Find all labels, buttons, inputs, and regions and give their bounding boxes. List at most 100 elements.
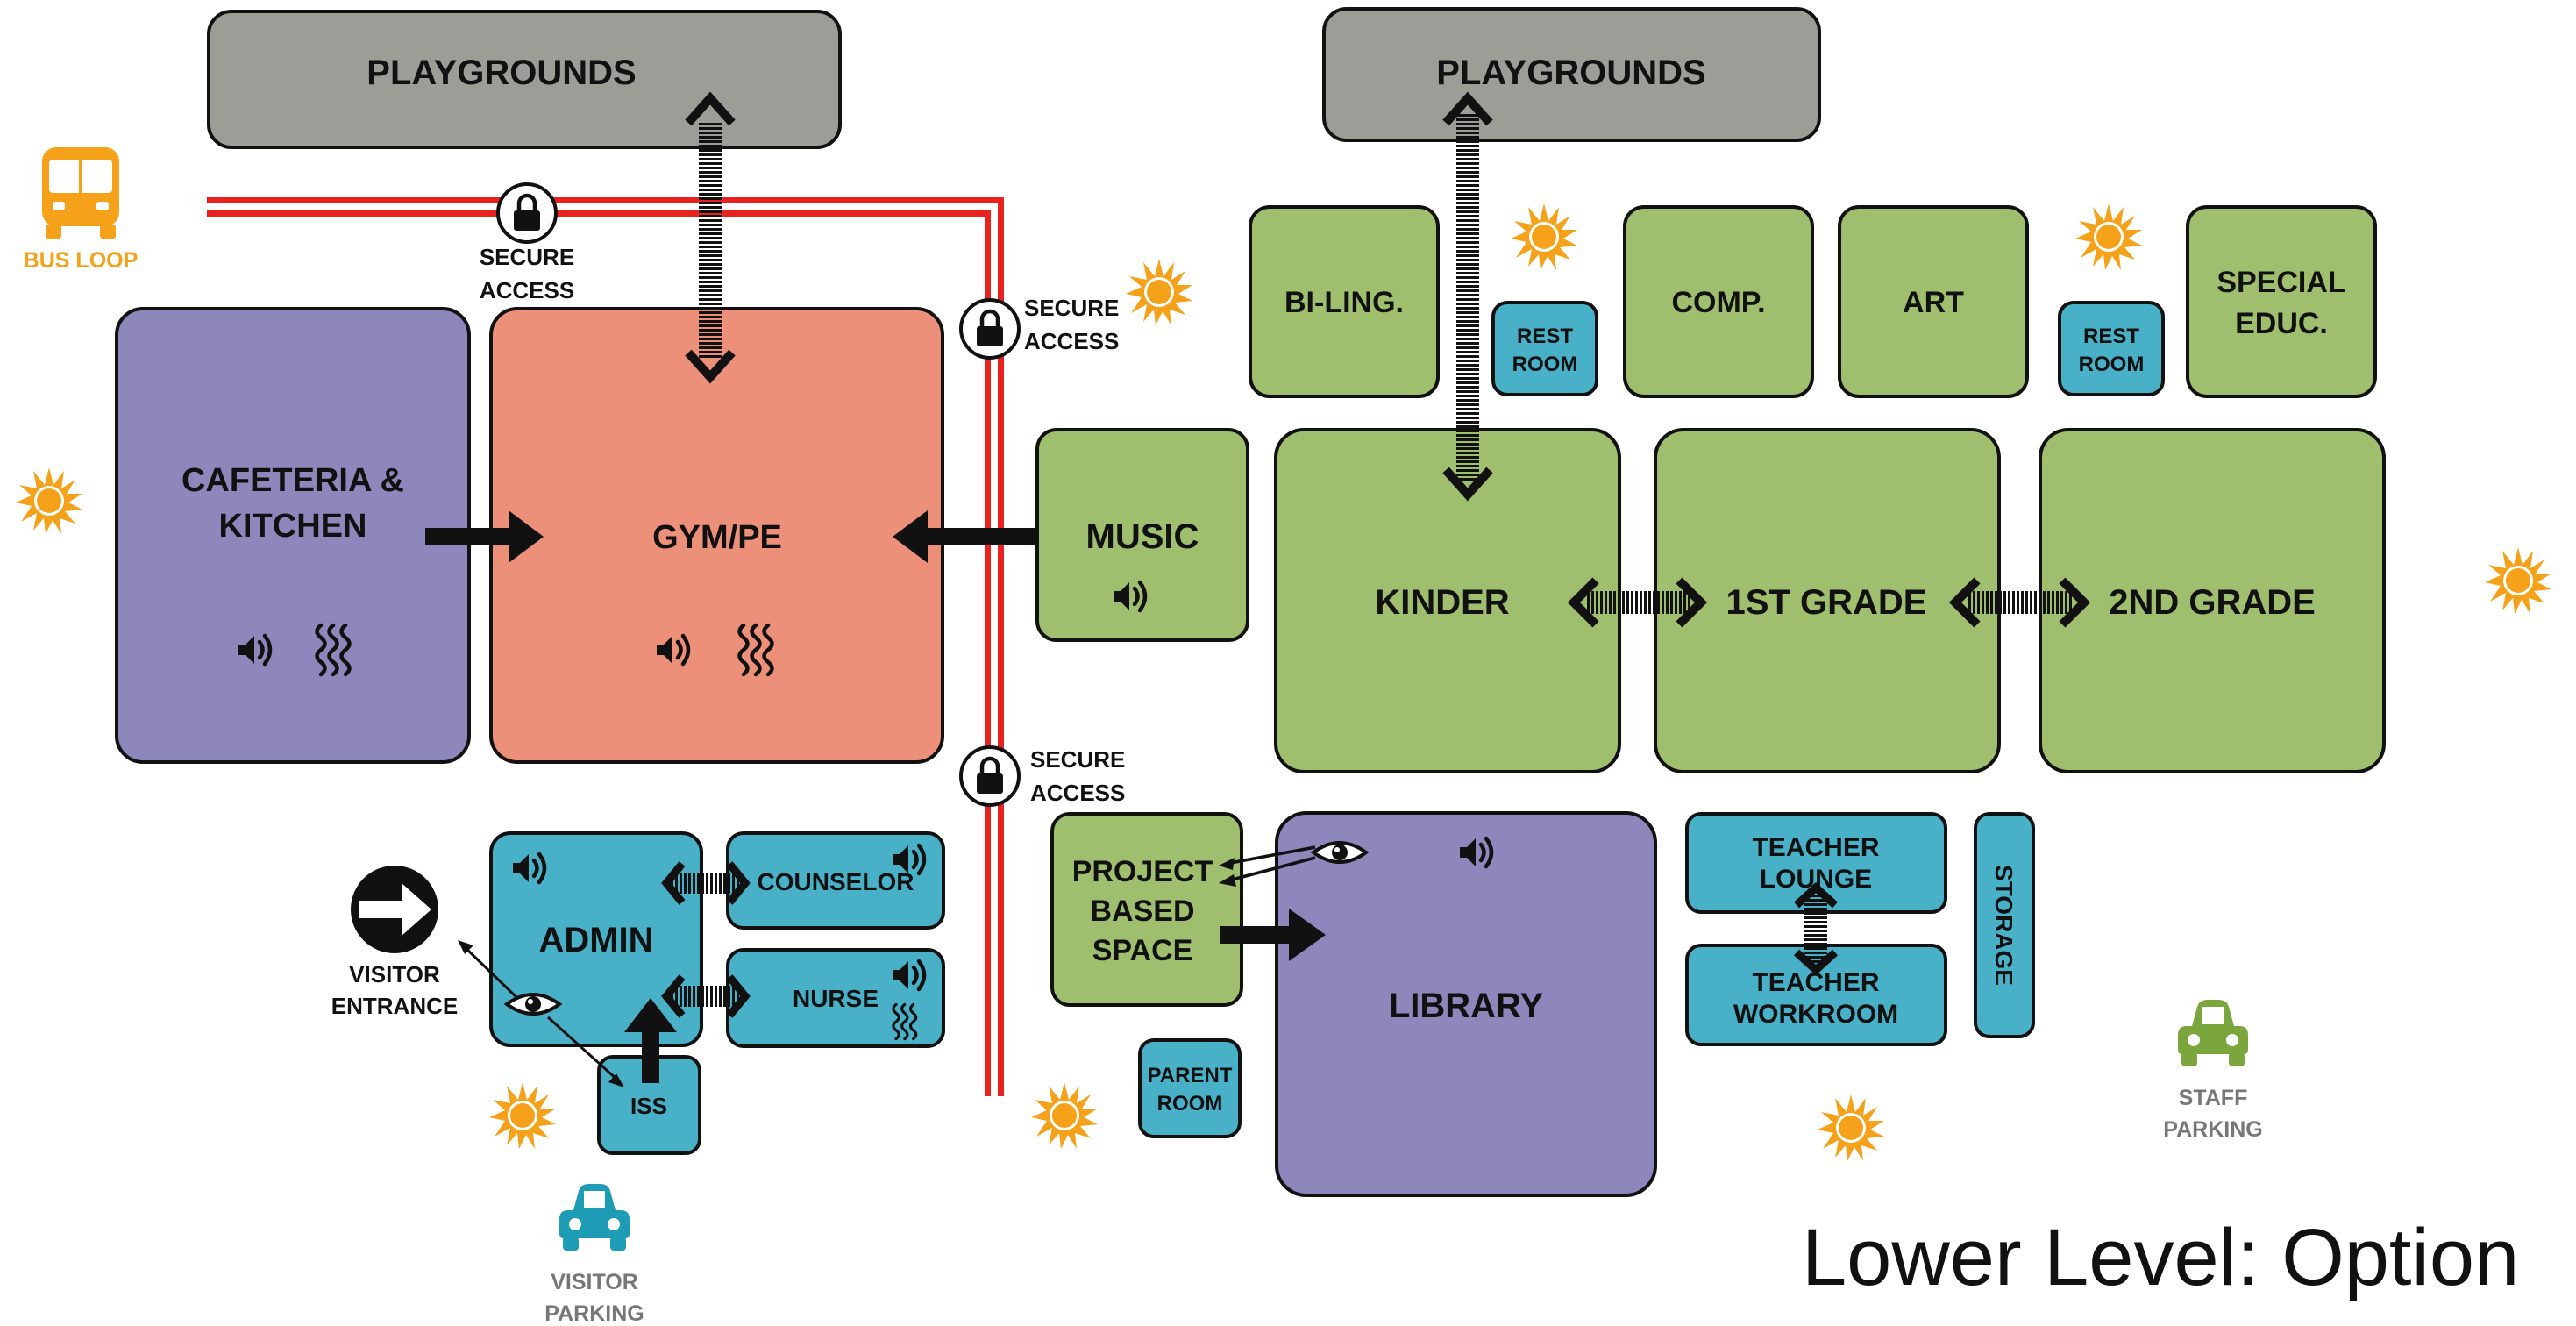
room-special-education: SPECIAL EDUC. — [2186, 205, 2377, 398]
visitor-entrance-label-1: VISITOR — [349, 961, 440, 987]
staff-parking-label-1: STAFF — [2179, 1086, 2248, 1110]
playgrounds-left-label: PLAYGROUNDS — [366, 53, 636, 92]
bus-loop-label: BUS LOOP — [24, 248, 139, 273]
secure-access-2-line2: ACCESS — [1024, 328, 1119, 354]
secure-access-1-line2: ACCESS — [480, 277, 574, 303]
room-bilingual: BI-LING. — [1249, 205, 1440, 398]
room-restroom-1: REST ROOM — [1491, 301, 1598, 396]
project-to-library-arrow — [1220, 909, 1326, 961]
admin-nurse-connection — [661, 974, 751, 1018]
restroom-1-label-2: ROOM — [1512, 353, 1578, 376]
staff-parking-label-2: PARKING — [2163, 1117, 2262, 1142]
storage-label: STORAGE — [1990, 865, 2017, 986]
music-to-gym-arrow — [893, 510, 1065, 563]
bus-icon — [42, 147, 119, 239]
music-label: MUSIC — [1086, 517, 1199, 556]
restroom-2-label-1: REST — [2083, 324, 2139, 348]
special-label-2: EDUC. — [2235, 307, 2328, 340]
room-cafeteria: CAFETERIA & KITCHEN — [115, 307, 471, 764]
playgrounds-right-label: PLAYGROUNDS — [1436, 53, 1705, 92]
eye-icon — [1312, 841, 1368, 864]
lock-icon — [961, 300, 1019, 358]
second-grade-label: 2ND GRADE — [2109, 583, 2316, 622]
room-computer: COMP. — [1623, 205, 1814, 398]
library-sightline — [1219, 845, 1316, 887]
admin-sightline — [458, 940, 624, 1087]
sun-icon — [2485, 547, 2551, 614]
project-label-3: SPACE — [1092, 934, 1193, 967]
sun-icon — [489, 1082, 556, 1149]
restroom-2-label-2: ROOM — [2079, 353, 2145, 376]
car-icon — [2178, 1000, 2248, 1066]
project-label-2: BASED — [1090, 895, 1194, 928]
room-music: MUSIC — [1035, 428, 1249, 642]
room-project-based-space: PROJECT BASED SPACE — [1050, 812, 1243, 1007]
room-art: ART — [1838, 205, 2029, 398]
secure-access-2-line1: SECURE — [1024, 295, 1119, 321]
sun-icon — [1126, 259, 1192, 325]
entrance-arrow-icon — [351, 866, 438, 953]
counselor-label: COUNSELOR — [758, 868, 914, 895]
iss-label: ISS — [630, 1093, 667, 1119]
room-nurse: NURSE — [726, 948, 945, 1048]
room-gym: GYM/PE — [489, 307, 944, 764]
room-teacher-workroom: TEACHER WORKROOM — [1685, 944, 1947, 1046]
kinder-label: KINDER — [1375, 583, 1509, 622]
secure-access-3-line1: SECURE — [1030, 746, 1125, 773]
visitor-parking-label-1: VISITOR — [551, 1270, 638, 1294]
eye-icon — [505, 993, 561, 1016]
cafeteria-label-1: CAFETERIA & — [181, 462, 404, 499]
comp-label: COMP. — [1671, 286, 1765, 319]
room-parent-room: PARENT ROOM — [1138, 1038, 1242, 1138]
visitor-entrance-label-2: ENTRANCE — [331, 993, 458, 1019]
sun-icon — [16, 467, 82, 534]
first-second-grade-connection — [1948, 577, 2091, 628]
gym-playground-connection — [685, 91, 736, 384]
room-teacher-lounge: TEACHER LOUNGE — [1685, 812, 1947, 914]
project-label-1: PROJECT — [1072, 855, 1213, 888]
secure-access-1-line1: SECURE — [480, 244, 574, 270]
bilingual-label: BI-LING. — [1284, 286, 1404, 319]
room-storage: STORAGE — [1974, 812, 2035, 1038]
sun-icon — [1511, 203, 1577, 270]
cafeteria-label-2: KITCHEN — [219, 508, 367, 545]
page-title: Lower Level: Option — [1802, 1213, 2519, 1302]
room-admin: ADMIN — [489, 831, 703, 1047]
kinder-first-grade-connection — [1567, 577, 1708, 628]
lock-icon — [961, 747, 1019, 805]
sun-icon — [2075, 203, 2142, 270]
playgrounds-right: PLAYGROUNDS — [1322, 7, 1821, 142]
lock-icon — [498, 184, 556, 242]
library-label: LIBRARY — [1389, 987, 1544, 1025]
room-counselor: COUNSELOR — [726, 831, 945, 930]
lounge-workroom-connection — [1793, 881, 1839, 976]
nurse-label: NURSE — [793, 985, 879, 1012]
art-label: ART — [1903, 286, 1964, 319]
room-library: LIBRARY — [1275, 811, 1657, 1197]
restroom-1-label-1: REST — [1517, 324, 1573, 348]
playgrounds-left: PLAYGROUNDS — [207, 10, 842, 149]
teacher-workroom-label-2: WORKROOM — [1733, 1000, 1898, 1029]
admin-label: ADMIN — [538, 921, 653, 959]
cafeteria-to-gym-arrow — [425, 510, 544, 563]
car-icon — [559, 1184, 630, 1251]
room-restroom-2: REST ROOM — [2058, 301, 2165, 396]
first-grade-label: 1ST GRADE — [1726, 583, 1927, 622]
room-first-grade: 1ST GRADE — [1654, 428, 2001, 774]
room-second-grade: 2ND GRADE — [2039, 428, 2386, 774]
room-kinder: KINDER — [1274, 428, 1621, 774]
visitor-parking-label-2: PARKING — [544, 1301, 644, 1326]
room-iss: ISS — [597, 1055, 701, 1155]
sun-icon — [1818, 1094, 1884, 1161]
parent-room-label-2: ROOM — [1157, 1092, 1223, 1116]
special-label-1: SPECIAL — [2217, 266, 2345, 299]
secure-access-3-line2: ACCESS — [1030, 780, 1125, 806]
gym-label: GYM/PE — [652, 519, 782, 556]
teacher-lounge-label-1: TEACHER — [1752, 833, 1879, 862]
parent-room-label-1: PARENT — [1148, 1064, 1233, 1087]
sun-icon — [1031, 1082, 1098, 1149]
kinder-playground-connection — [1442, 91, 1493, 502]
iss-to-admin-arrow — [624, 998, 677, 1083]
admin-counselor-connection — [661, 861, 751, 905]
